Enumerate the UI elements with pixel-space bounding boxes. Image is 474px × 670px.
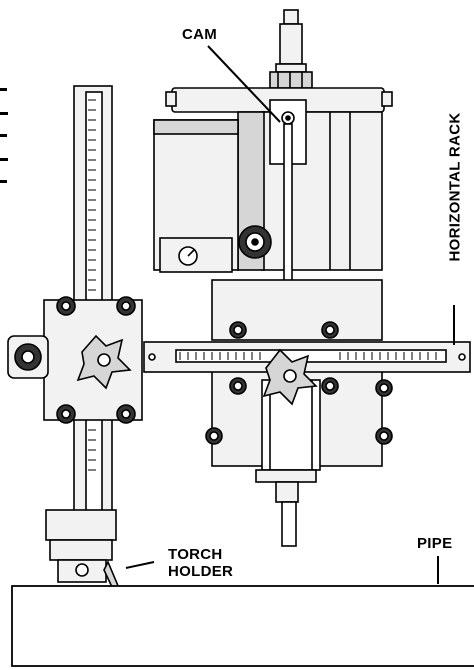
leader-lines	[125, 45, 455, 584]
horizontal-star-knob	[262, 348, 318, 406]
cropped-margin-marks	[0, 88, 8, 183]
cam-label: CAM	[182, 26, 218, 43]
pipe-label: PIPE	[417, 535, 453, 552]
top-fitting	[269, 9, 313, 89]
horizontal-rack	[143, 341, 471, 373]
horizontal-rack-label-text: HORIZONTAL RACK	[446, 112, 464, 262]
torch-holder-label: TORCH HOLDER	[168, 546, 233, 580]
adjust-gear	[238, 225, 272, 259]
torch-holder-label-line2: HOLDER	[168, 563, 234, 580]
guide-roller	[7, 335, 49, 379]
pipe	[11, 585, 474, 667]
horizontal-rack-label: HORIZONTAL RACK	[446, 72, 464, 302]
torch-holder-label-line1: TORCH	[168, 546, 223, 563]
vertical-torch-slide	[255, 379, 321, 547]
vertical-rack	[43, 85, 143, 541]
vertical-star-knob	[76, 334, 132, 390]
gearbox	[153, 119, 239, 273]
